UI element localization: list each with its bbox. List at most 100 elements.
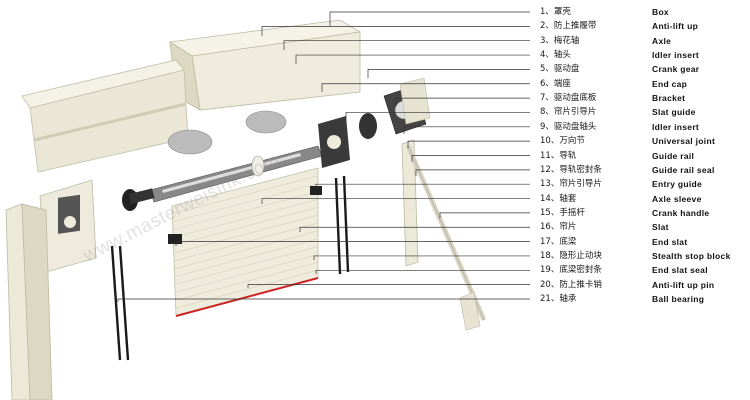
leader-line — [295, 54, 530, 64]
legend-part-name-cn: 梅花轴 — [553, 35, 580, 46]
legend-part-number: 10、 — [540, 136, 560, 147]
legend-row: 10、万向节 Universal joint — [540, 134, 750, 148]
legend-row: 11、导轨 Guide rail — [540, 149, 750, 163]
legend-part-number: 12、 — [540, 164, 560, 175]
legend-part-name-en: Axle — [652, 35, 672, 46]
end-cap-left-plate — [58, 194, 80, 234]
legend-row: 13、帘片引导片 Entry guide — [540, 177, 750, 191]
legend-part-name-en: Axle sleeve — [652, 193, 702, 204]
legend-part-number: 9、 — [540, 121, 554, 132]
leader-line — [261, 198, 530, 204]
legend-row: 12、导轨密封条 Guide rail seal — [540, 163, 750, 177]
housing-groove — [33, 102, 187, 142]
legend-part-number: 3、 — [540, 35, 554, 46]
legend-part-name-cn: 导轨密封条 — [559, 164, 602, 175]
legend-part-name-en: Guide rail seal — [652, 164, 715, 175]
leader-line — [175, 241, 530, 246]
guide-rail-1 — [110, 245, 122, 361]
leader-line — [407, 140, 530, 148]
entry-guide-right — [310, 186, 322, 195]
legend-part-number-and-name-cn: 14、轴套 — [540, 192, 576, 206]
legend-part-name-en: Idler insert — [652, 121, 700, 132]
legend-part-number: 16、 — [540, 222, 560, 233]
legend-part-number: 4、 — [540, 50, 554, 61]
legend-part-name-en: Guide rail — [652, 150, 695, 161]
legend-part-name-en: Entry guide — [652, 179, 703, 190]
legend-part-number-and-name-cn: 1、罩壳 — [540, 5, 571, 19]
leader-line — [261, 26, 530, 36]
legend-row: 1、罩壳 Box — [540, 5, 750, 19]
legend-row: 4、轴头 Idler insert — [540, 48, 750, 62]
slat-line — [172, 175, 319, 215]
legend-part-name-cn: 驱动盘 — [553, 64, 580, 75]
legend-part-name-en: Crank handle — [652, 207, 710, 218]
legend-part-number-and-name-cn: 9、驱动盘轴头 — [540, 120, 596, 134]
legend-part-number: 14、 — [540, 193, 560, 204]
leader-line — [313, 255, 530, 260]
leader-line — [299, 226, 530, 232]
legend-row: 19、底梁密封条 End slat seal — [540, 263, 750, 277]
leader-line — [283, 40, 530, 50]
leader-line — [345, 112, 530, 120]
legend-part-name-cn: 罩壳 — [553, 7, 571, 17]
slat-line — [173, 199, 319, 238]
legend-part-name-cn: 驱动盘底板 — [553, 93, 597, 104]
legend-part-number: 19、 — [540, 265, 560, 276]
legend-part-name-en: End slat seal — [652, 265, 708, 276]
legend-part-number-and-name-cn: 13、帘片引导片 — [540, 177, 602, 191]
legend-part-name-cn: 帘片引导片 — [553, 107, 597, 118]
legend-part-name-en: Anti-lift up — [652, 21, 699, 32]
legend-part-number: 13、 — [540, 179, 560, 190]
leader-line — [117, 298, 530, 302]
legend-part-number-and-name-cn: 19、底梁密封条 — [540, 263, 602, 277]
legend-part-number-and-name-cn: 8、帘片引导片 — [540, 105, 596, 119]
slat-line — [174, 238, 319, 278]
legend-part-number: 11、 — [540, 150, 560, 161]
leader-line — [403, 126, 530, 134]
slat-line — [175, 269, 319, 309]
legend-part-name-cn: 帘片引导片 — [559, 179, 602, 190]
end-cap-left-hole — [64, 216, 76, 228]
axle-sleeve — [251, 155, 265, 177]
legend-part-name-cn: 帘片 — [559, 222, 577, 233]
legend-part-number-and-name-cn: 11、导轨 — [540, 149, 576, 163]
legend-part-name-cn: 万向节 — [559, 136, 585, 147]
legend-part-number: 17、 — [540, 236, 560, 247]
legend-part-name-cn: 驱动盘轴头 — [553, 121, 597, 132]
idler-insert-shaft — [128, 188, 155, 204]
legend-part-name-en: Box — [652, 7, 669, 17]
entry-guide-left — [168, 234, 182, 244]
legend-part-name-en: End cap — [652, 78, 688, 89]
leader-line — [315, 269, 530, 274]
legend-part-number-and-name-cn: 12、导轨密封条 — [540, 163, 602, 177]
legend-part-name-cn: 导轨 — [559, 150, 577, 161]
legend-part-name-en: Universal joint — [652, 136, 716, 147]
leader-line — [321, 83, 530, 92]
legend-part-name-cn: 轴承 — [559, 294, 577, 304]
crank-handle-edge — [407, 145, 485, 321]
legend-part-name-cn: 底梁密封条 — [559, 265, 602, 276]
legend-part-number: 7、 — [540, 93, 554, 104]
legend-row: 14、轴套 Axle sleeve — [540, 192, 750, 206]
legend-part-number-and-name-cn: 18、隐形止动块 — [540, 249, 602, 263]
legend-part-number-and-name-cn: 4、轴头 — [540, 48, 571, 62]
legend-part-name-en: Idler insert — [652, 50, 700, 61]
leader-line — [395, 97, 530, 106]
leader-line — [247, 284, 530, 288]
leader-line — [439, 212, 530, 218]
guide-rail-2 — [118, 245, 130, 361]
legend-part-name-cn: 手摇杆 — [559, 207, 585, 218]
guide-rail-3 — [334, 177, 342, 275]
legend-part-number-and-name-cn: 3、梅花轴 — [540, 34, 579, 48]
guide-rail-4 — [342, 175, 350, 273]
slat-line — [172, 183, 319, 223]
legend-part-number-and-name-cn: 21、轴承 — [540, 292, 576, 306]
slat-line — [174, 230, 319, 270]
